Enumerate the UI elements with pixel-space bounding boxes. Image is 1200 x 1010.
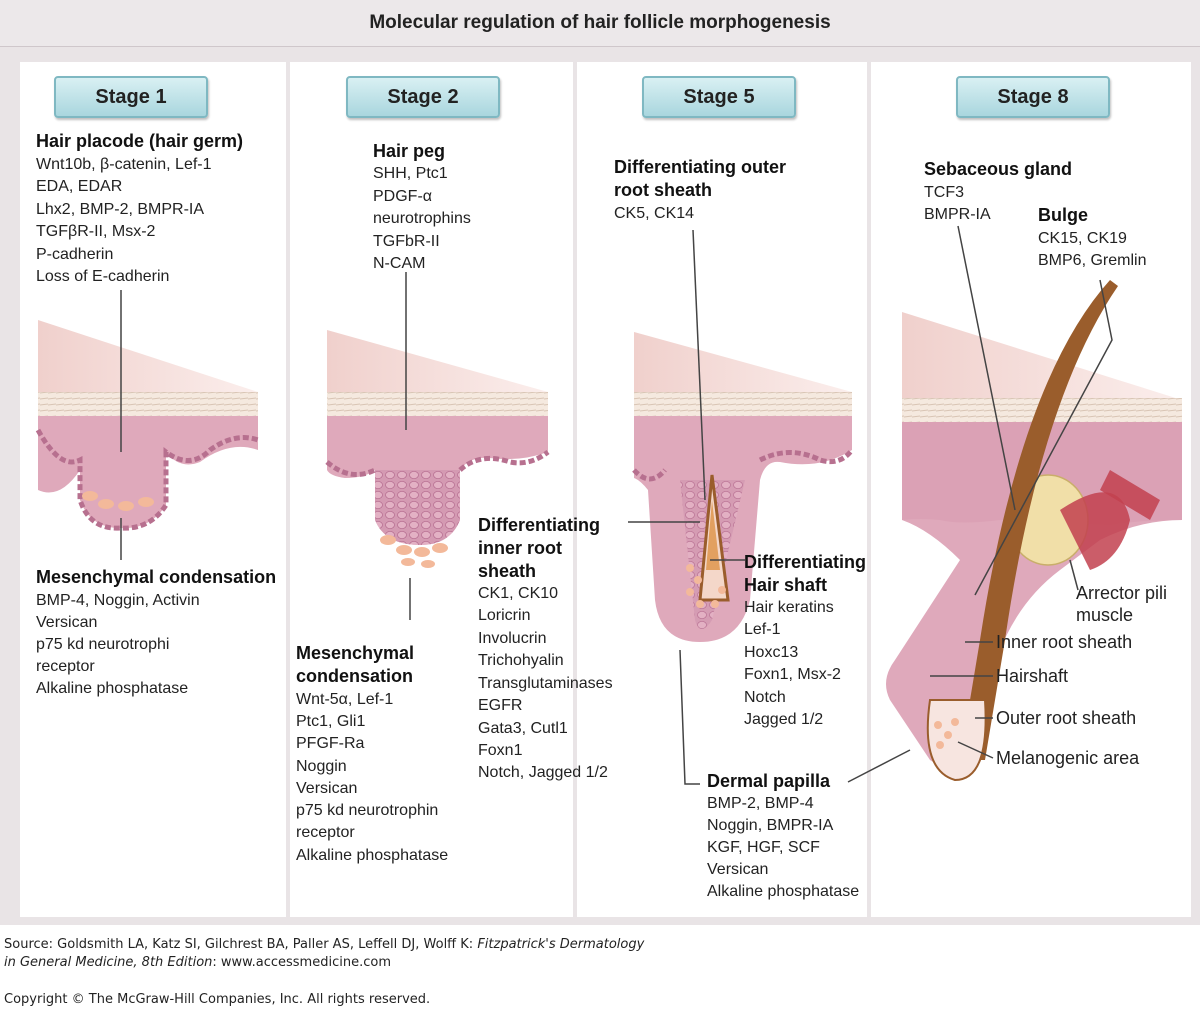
- marker-line: PDGF-α: [373, 188, 433, 205]
- marker-line: Transglutaminases: [478, 675, 613, 692]
- hairshaft-label: Hairshaft: [996, 666, 1069, 686]
- outer-root-sheath-markers: CK5, CK14: [614, 205, 695, 222]
- marker-line: Foxn1, Msx-2: [744, 666, 841, 683]
- marker-line: Notch: [744, 689, 786, 706]
- marker-line: BMP-2, BMP-4: [707, 795, 814, 812]
- outer-root-sheath-heading-b: root sheath: [614, 180, 713, 200]
- marker-line: Foxn1: [478, 742, 523, 759]
- bulge-marker: CK15, CK19: [1038, 230, 1127, 247]
- marker-line: Loricrin: [478, 607, 531, 624]
- inner-root-sheath-heading-a: Differentiating: [478, 515, 601, 535]
- follicle-illustrations: [35, 225, 1182, 785]
- marker-line: Hair keratins: [744, 599, 834, 616]
- marker-line: N-CAM: [373, 255, 426, 272]
- marker-line: p75 kd neurotrophin: [296, 802, 439, 819]
- marker-line: Noggin, BMPR-IA: [707, 817, 834, 834]
- source-edition: in General Medicine, 8th Edition: [4, 955, 213, 970]
- marker-line: Versican: [36, 614, 98, 631]
- marker-line: EGFR: [478, 697, 523, 714]
- inner-root-sheath-heading-b: inner root: [478, 538, 562, 558]
- marker-line: Versican: [707, 861, 769, 878]
- hair-peg-heading: Hair peg: [373, 141, 446, 161]
- stage-2-tab: Stage 2: [346, 76, 500, 118]
- marker-line: PFGF-Ra: [296, 735, 365, 752]
- marker-line: EDA, EDAR: [36, 178, 123, 195]
- marker-line: receptor: [296, 824, 355, 841]
- outer-root-sheath-heading-a: Differentiating outer: [614, 157, 787, 177]
- marker-line: p75 kd neurotrophi: [36, 636, 170, 653]
- marker-line: CK1, CK10: [478, 585, 559, 602]
- title-bar: Molecular regulation of hair follicle mo…: [0, 0, 1200, 47]
- inner-root-sheath-label: Inner root sheath: [996, 632, 1133, 652]
- mesenchymal-condensation-heading: Mesenchymal condensation: [36, 567, 277, 587]
- outer-root-sheath-label: Outer root sheath: [996, 708, 1137, 728]
- marker-line: Noggin: [296, 758, 347, 775]
- marker-line: Wnt10b, β-catenin, Lef-1: [36, 156, 212, 173]
- marker-line: P-cadherin: [36, 246, 114, 263]
- bulge-heading: Bulge: [1038, 205, 1089, 225]
- marker-line: Involucrin: [478, 630, 547, 647]
- marker-line: Lef-1: [744, 621, 781, 638]
- marker-line: Loss of E-cadherin: [36, 268, 170, 285]
- marker-line: neurotrophins: [373, 210, 471, 227]
- marker-line: Notch, Jagged 1/2: [478, 764, 608, 781]
- stage-8-skin: [847, 225, 1182, 783]
- figure-title: Molecular regulation of hair follicle mo…: [369, 12, 831, 33]
- mesenchymal-condensation-heading-2b: condensation: [296, 666, 414, 686]
- sebaceous-gland-marker: TCF3: [924, 184, 964, 201]
- stage-8-tab: Stage 8: [956, 76, 1110, 118]
- marker-line: KGF, HGF, SCF: [707, 839, 820, 856]
- stage-5-tab: Stage 5: [642, 76, 796, 118]
- marker-line: Trichohyalin: [478, 652, 564, 669]
- marker-line: Versican: [296, 780, 358, 797]
- source-text: Source: Goldsmith LA, Katz SI, Gilchrest…: [4, 937, 478, 952]
- arrector-pili-label-a: Arrector pili: [1076, 583, 1168, 603]
- stage-1-skin: [35, 290, 259, 560]
- marker-line: Alkaline phosphatase: [36, 680, 189, 697]
- copyright: Copyright © The McGraw-Hill Companies, I…: [4, 992, 431, 1007]
- stage-2-skin: [325, 272, 550, 620]
- stage-5-skin: [628, 229, 854, 785]
- hair-shaft-heading-a: Differentiating: [744, 552, 867, 572]
- marker-line: Hoxc13: [744, 644, 799, 661]
- marker-line: Ptc1, Gli1: [296, 713, 366, 730]
- mesenchymal-condensation-heading-2a: Mesenchymal: [296, 643, 415, 663]
- marker-line: BMP-4, Noggin, Activin: [36, 592, 200, 609]
- hair-shaft-heading-b: Hair shaft: [744, 575, 828, 595]
- sebaceous-gland-heading: Sebaceous gland: [924, 159, 1073, 179]
- marker-line: Alkaline phosphatase: [707, 883, 860, 900]
- arrector-pili-label-b: muscle: [1076, 605, 1134, 625]
- stage-1-tab: Stage 1: [54, 76, 208, 118]
- marker-line: Jagged 1/2: [744, 711, 824, 728]
- bulge-marker: BMP6, Gremlin: [1038, 252, 1147, 269]
- marker-line: Gata3, Cutl1: [478, 720, 568, 737]
- sebaceous-gland-marker: BMPR-IA: [924, 206, 991, 223]
- source-url: : www.accessmedicine.com: [212, 955, 391, 970]
- marker-line: Wnt-5α, Lef-1: [296, 691, 394, 708]
- source-book-title: Fitzpatrick's Dermatology: [477, 937, 645, 952]
- marker-line: Alkaline phosphatase: [296, 847, 449, 864]
- marker-line: TGFβR-II, Msx-2: [36, 223, 156, 240]
- marker-line: receptor: [36, 658, 95, 675]
- inner-root-sheath-heading-c: sheath: [478, 561, 537, 581]
- source-citation: Source: Goldsmith LA, Katz SI, Gilchrest…: [4, 936, 644, 972]
- hair-placode-heading: Hair placode (hair germ): [36, 131, 244, 151]
- marker-line: TGFbR-II: [373, 233, 440, 250]
- melanogenic-area-label: Melanogenic area: [996, 748, 1140, 768]
- marker-line: Lhx2, BMP-2, BMPR-IA: [36, 201, 205, 218]
- marker-line: SHH, Ptc1: [373, 165, 448, 182]
- dermal-papilla-heading: Dermal papilla: [707, 771, 831, 791]
